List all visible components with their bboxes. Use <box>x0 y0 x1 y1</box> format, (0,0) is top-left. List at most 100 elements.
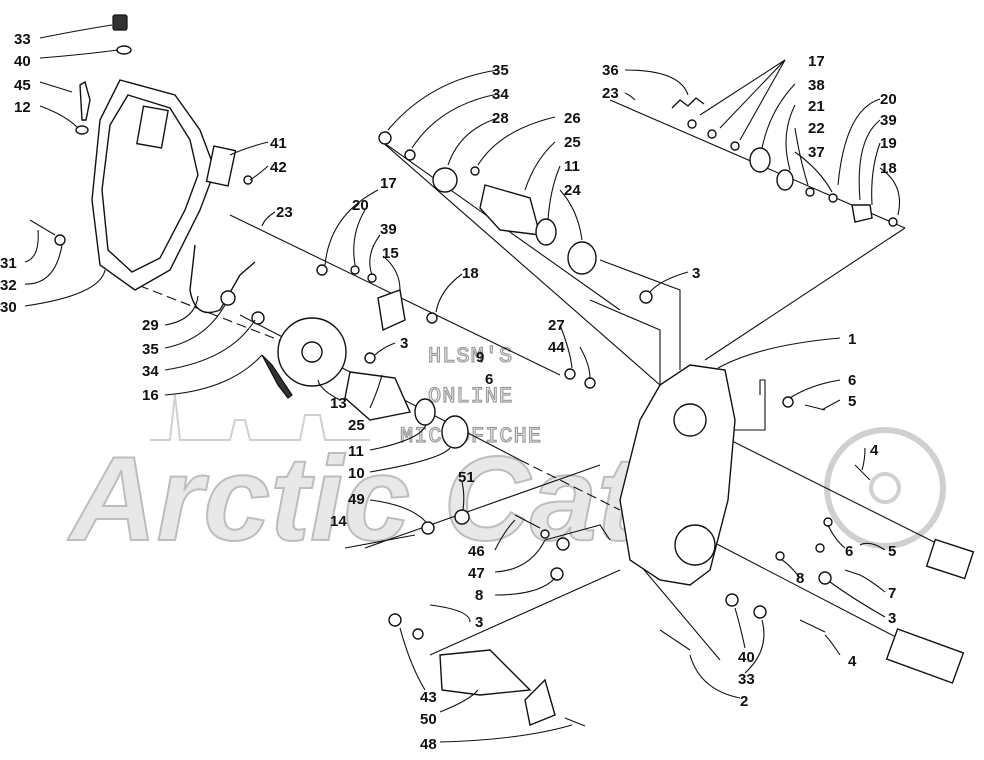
callout-37: 37 <box>808 144 825 161</box>
callout-8b: 8 <box>475 587 483 604</box>
callout-28: 28 <box>492 110 509 127</box>
callout-44: 44 <box>548 339 565 356</box>
idler-bushing <box>776 169 794 191</box>
callout-17b: 17 <box>808 53 825 70</box>
snap-ring-upper <box>535 218 557 246</box>
callout-23a: 23 <box>276 204 293 221</box>
bearing-plate-lower <box>344 371 411 421</box>
callout-12: 12 <box>14 99 31 116</box>
callout-39b: 39 <box>880 112 897 129</box>
housing-bore-upper <box>673 403 707 437</box>
callout-34b: 34 <box>492 86 509 103</box>
callout-27: 27 <box>548 317 565 334</box>
callout-38: 38 <box>808 77 825 94</box>
callout-17a: 17 <box>380 175 397 192</box>
parts <box>29 14 975 727</box>
callout-4a: 4 <box>870 442 879 459</box>
callout-6c: 6 <box>845 543 853 560</box>
housing-bore-lower <box>674 524 716 566</box>
watermark-logo: Arctic Cat <box>67 432 642 566</box>
callout-40a: 40 <box>14 53 31 70</box>
callout-42: 42 <box>270 159 287 176</box>
callout-18b: 18 <box>880 160 897 177</box>
idler-roller <box>749 147 771 173</box>
idler-arm <box>851 204 873 223</box>
callout-49: 49 <box>348 491 365 508</box>
callout-25b: 25 <box>564 134 581 151</box>
callout-25a: 25 <box>348 417 365 434</box>
drive-chain <box>189 244 256 314</box>
watermark-wheel-hub <box>869 472 901 504</box>
callout-2: 2 <box>740 693 748 710</box>
callout-47: 47 <box>468 565 485 582</box>
callout-19: 19 <box>880 135 897 152</box>
callout-20a: 20 <box>352 197 369 214</box>
tensioner-shoe <box>439 649 532 696</box>
callout-13: 13 <box>330 395 347 412</box>
callout-30: 30 <box>0 299 17 316</box>
gasket <box>205 145 237 187</box>
inspection-plate <box>136 105 169 149</box>
callout-1: 1 <box>848 331 856 348</box>
callout-22: 22 <box>808 120 825 137</box>
callout-26: 26 <box>564 110 581 127</box>
callout-36: 36 <box>602 62 619 79</box>
drive-shaft <box>885 628 965 684</box>
o-ring-top <box>116 45 132 55</box>
chaincase-cover-inner <box>101 94 199 273</box>
callout-8a: 8 <box>796 570 804 587</box>
callout-34a: 34 <box>142 363 159 380</box>
callout-40b: 40 <box>738 649 755 666</box>
callout-33a: 33 <box>14 31 31 48</box>
callout-24: 24 <box>564 182 581 199</box>
callout-11a: 11 <box>348 443 364 460</box>
callout-51: 51 <box>458 469 475 486</box>
callout-32: 32 <box>0 277 17 294</box>
bearing-plate-upper <box>479 184 541 236</box>
dipstick <box>79 80 91 121</box>
callout-21: 21 <box>808 98 825 115</box>
callout-3d: 3 <box>475 614 483 631</box>
callout-6b: 6 <box>848 372 856 389</box>
bearing-upper <box>567 241 597 275</box>
bearing-lower <box>441 415 469 449</box>
tension-spring <box>671 97 705 109</box>
watermark-line-3: MICROFICHE <box>400 424 542 449</box>
o-ring-dipstick <box>75 125 89 135</box>
callout-18a: 18 <box>462 265 479 282</box>
callout-43: 43 <box>420 689 437 706</box>
callout-3b: 3 <box>692 265 700 282</box>
callout-29: 29 <box>142 317 159 334</box>
callout-9: 9 <box>476 349 484 366</box>
callout-23b: 23 <box>602 85 619 102</box>
drain-plug <box>112 14 128 31</box>
leader-lines <box>24 24 901 743</box>
tensioner-wedge <box>524 678 556 726</box>
watermark-wheel <box>824 427 946 549</box>
tensioner-bracket <box>377 289 406 332</box>
snap-ring-lower <box>414 398 436 426</box>
callout-35b: 35 <box>492 62 509 79</box>
callout-6a: 6 <box>485 371 493 388</box>
callout-33b: 33 <box>738 671 755 688</box>
watermark-line-2: ONLINE <box>428 384 513 409</box>
callout-10: 10 <box>348 465 365 482</box>
tensioner-chain <box>261 354 293 399</box>
callout-46: 46 <box>468 543 485 560</box>
callout-11b: 11 <box>564 158 580 175</box>
hardware-bolts <box>344 404 871 727</box>
callout-labels: 33 40 45 12 31 32 30 41 42 23 29 35 34 1… <box>0 31 897 753</box>
callout-3c: 3 <box>888 610 896 627</box>
watermark-line-1: HLSM'S <box>428 344 513 369</box>
callout-41: 41 <box>270 135 287 152</box>
watermark-skyline <box>150 394 370 441</box>
hardware-nuts <box>54 119 898 640</box>
callout-35a: 35 <box>142 341 159 358</box>
callout-5b: 5 <box>888 543 896 560</box>
callout-39a: 39 <box>380 221 397 238</box>
callout-20b: 20 <box>880 91 897 108</box>
callout-7: 7 <box>888 585 896 602</box>
callout-31: 31 <box>0 255 17 272</box>
lower-sprocket-hub <box>301 341 323 363</box>
